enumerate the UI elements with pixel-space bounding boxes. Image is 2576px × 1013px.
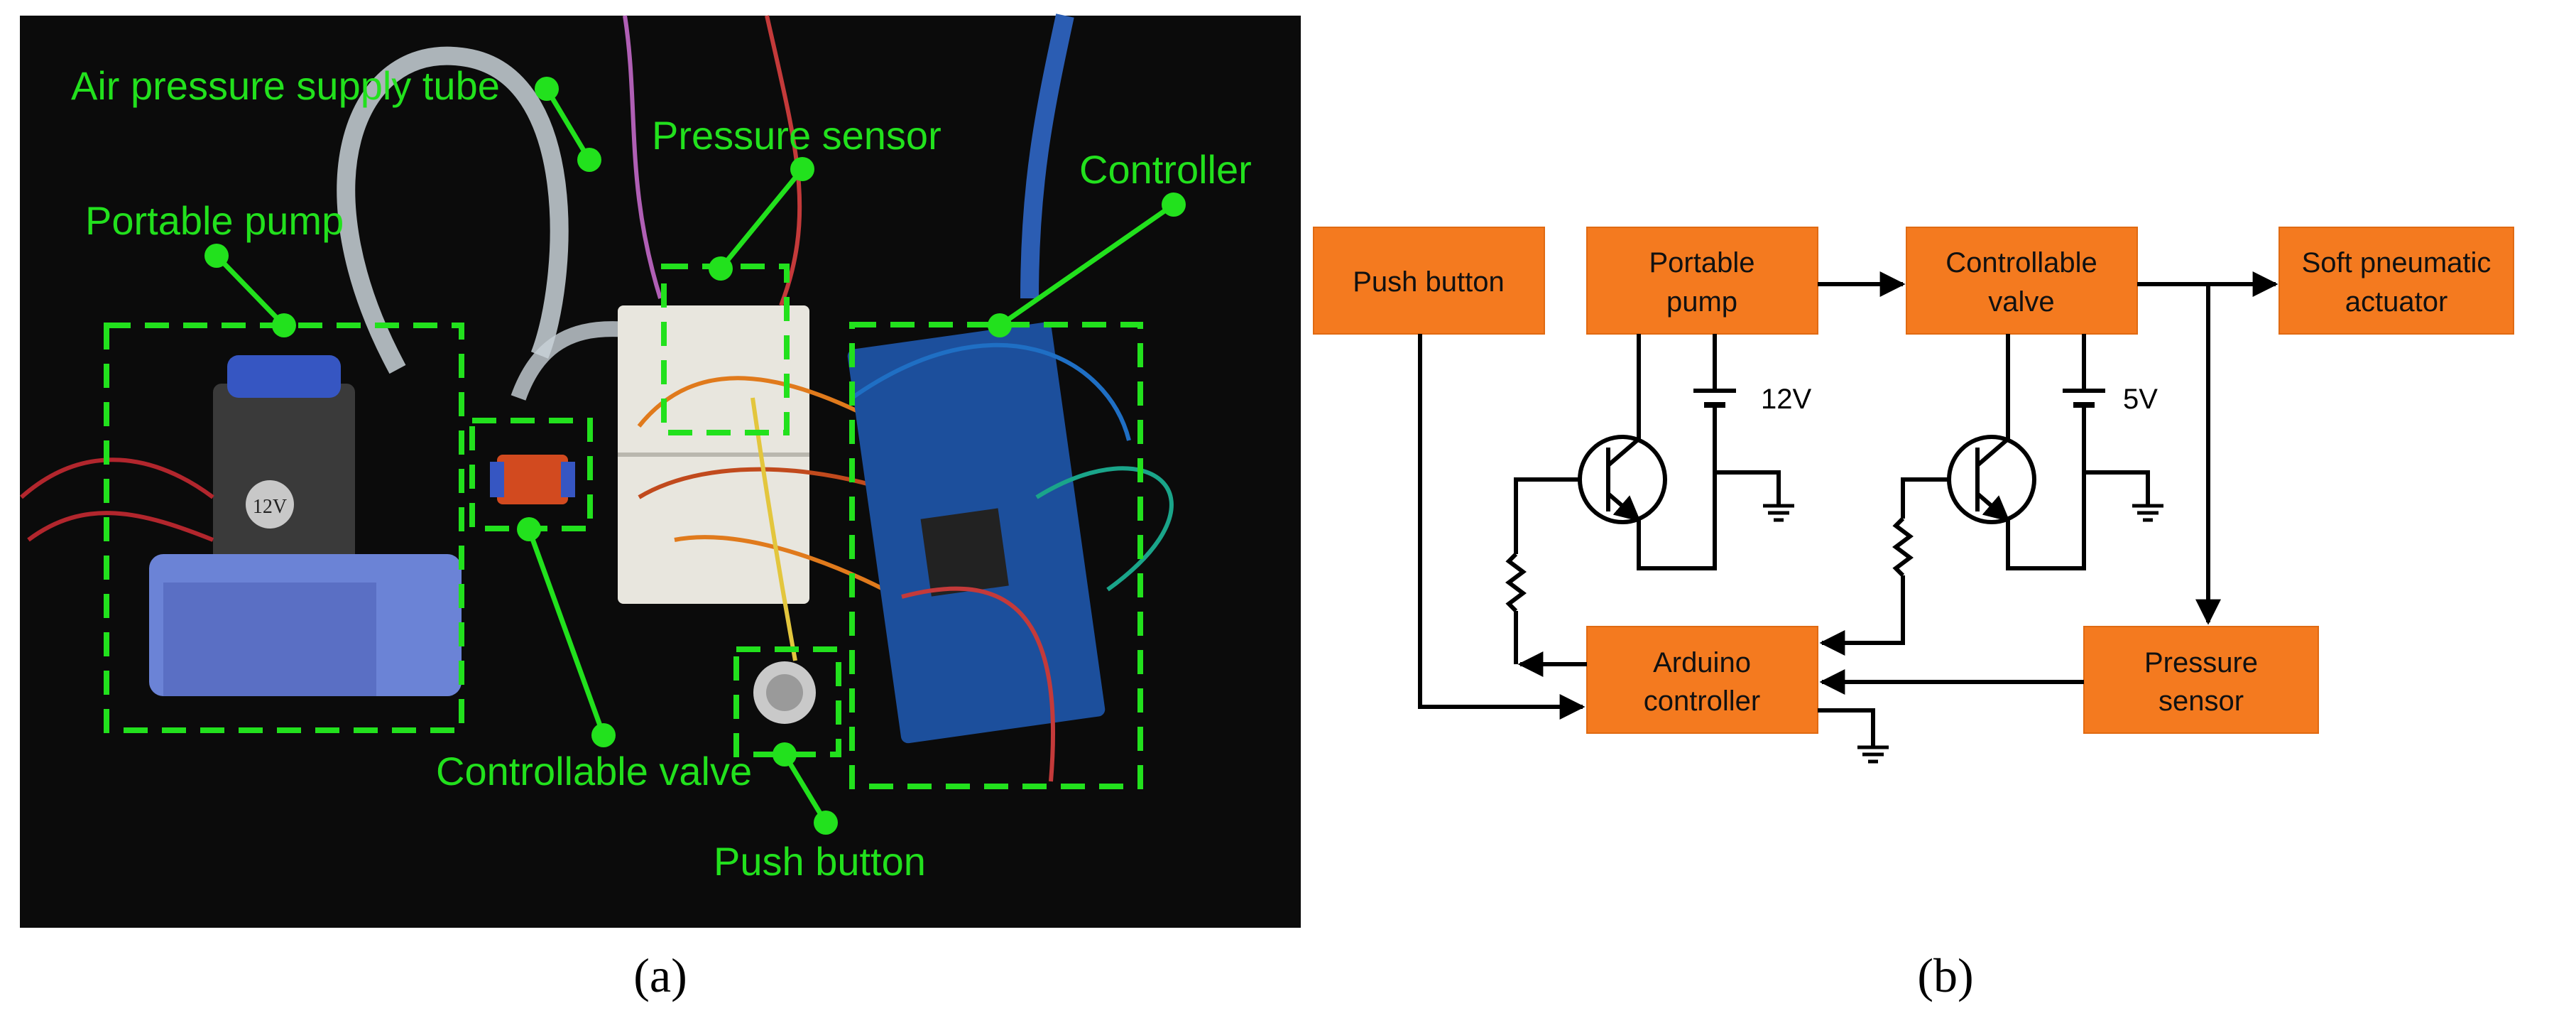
dot-pressure-sensor-2 <box>709 256 733 281</box>
panel-a-caption: (a) <box>633 948 687 1002</box>
dot-push-button-2 <box>814 811 838 835</box>
voltage-valve: 5V <box>2123 384 2158 415</box>
air-tube-graphic <box>337 46 569 374</box>
valve-graphic <box>490 455 575 504</box>
wire-pump-ground <box>1715 470 1781 504</box>
dot-air-tube-1 <box>535 77 559 101</box>
box-pressure-sensor <box>2083 626 2319 734</box>
dot-valve-2 <box>591 723 616 747</box>
label-controller: Controller <box>1079 147 1252 192</box>
box-portable-pump-line2: pump <box>1666 286 1737 318</box>
ground-arduino-icon <box>1857 745 1889 764</box>
box-push-button-label: Push button <box>1353 266 1505 298</box>
transistor-pump-icon <box>1578 435 1667 524</box>
dot-portable-pump-2 <box>272 313 296 337</box>
push-button-graphic <box>753 661 816 724</box>
leader-controllable-valve <box>526 528 606 737</box>
transistor-valve-icon <box>1947 435 2036 524</box>
leader-portable-pump <box>214 254 286 327</box>
wire-pump-emitter <box>1637 472 1717 570</box>
dot-controller-1 <box>1162 193 1186 217</box>
pump-graphic: 12V <box>20 355 462 696</box>
usb-cable <box>1020 13 1074 299</box>
box-portable-pump-line1: Portable <box>1649 247 1755 278</box>
transistor-pump-emitter <box>1607 492 1641 522</box>
leader-controller <box>998 202 1175 327</box>
box-soft-actuator <box>2278 227 2514 335</box>
dot-valve-1 <box>517 517 541 541</box>
leader-push-button <box>782 753 828 824</box>
wire-valve-emitter <box>2006 472 2086 570</box>
box-controllable-valve <box>1906 227 2138 335</box>
panel-a-photo: 12V <box>20 13 1301 928</box>
wire-valve-ground <box>2084 470 2150 504</box>
arduino-graphic <box>847 322 1174 782</box>
arrow-arduino-to-valve-driver <box>1819 575 1905 656</box>
box-soft-actuator-line1: Soft pneumatic <box>2302 247 2492 278</box>
pump-marking: 12V <box>253 496 287 518</box>
wire-purple <box>623 15 662 299</box>
dot-controller-2 <box>988 313 1012 337</box>
leader-pressure-sensor <box>719 167 804 271</box>
controller-dashed-box <box>849 322 1143 789</box>
box-soft-actuator-line2: actuator <box>2345 286 2448 318</box>
panel-b-diagram: Push button Portable pump Controllable v… <box>1313 227 2514 764</box>
label-air-pressure-supply-tube: Air pressure supply tube <box>71 63 500 108</box>
dot-push-button-1 <box>773 742 797 766</box>
box-pressure-sensor-line2: sensor <box>2159 686 2244 717</box>
label-portable-pump: Portable pump <box>85 198 344 243</box>
wire-pump-base <box>1514 477 1580 554</box>
label-controllable-valve: Controllable valve <box>436 749 752 793</box>
box-controllable-valve-line2: valve <box>1988 286 2054 318</box>
box-controllable-valve-line1: Controllable <box>1945 247 2097 278</box>
box-arduino-line1: Arduino <box>1653 647 1751 678</box>
dot-pressure-sensor-1 <box>790 157 814 181</box>
dot-portable-pump-1 <box>204 244 229 268</box>
resistor-valve-icon <box>1892 516 1914 578</box>
ground-pump-icon <box>1763 504 1794 522</box>
box-arduino-line2: controller <box>1644 686 1761 717</box>
box-pressure-sensor-line1: Pressure <box>2144 647 2258 678</box>
box-portable-pump <box>1586 227 1818 335</box>
resistor-pump-icon <box>1505 552 1527 613</box>
wire-valve-base <box>1901 477 1949 519</box>
voltage-pump: 12V <box>1761 384 1811 415</box>
box-arduino-controller <box>1586 626 1818 734</box>
box-push-button <box>1313 227 1545 335</box>
panel-b-caption: (b) <box>1917 948 1973 1002</box>
transistor-valve-emitter <box>1976 492 2010 522</box>
push-button-dashed-box <box>733 646 841 757</box>
dot-air-tube-2 <box>577 148 601 172</box>
ground-valve-icon <box>2132 504 2163 522</box>
leader-air-tube <box>544 87 592 161</box>
label-push-button: Push button <box>714 839 926 884</box>
transistor-valve-collector <box>1976 437 2009 467</box>
wire-arduino-ground <box>1818 708 1875 746</box>
label-pressure-sensor: Pressure sensor <box>652 113 942 158</box>
arrow-button-to-arduino <box>1418 334 1586 720</box>
transistor-pump-collector <box>1607 437 1640 467</box>
